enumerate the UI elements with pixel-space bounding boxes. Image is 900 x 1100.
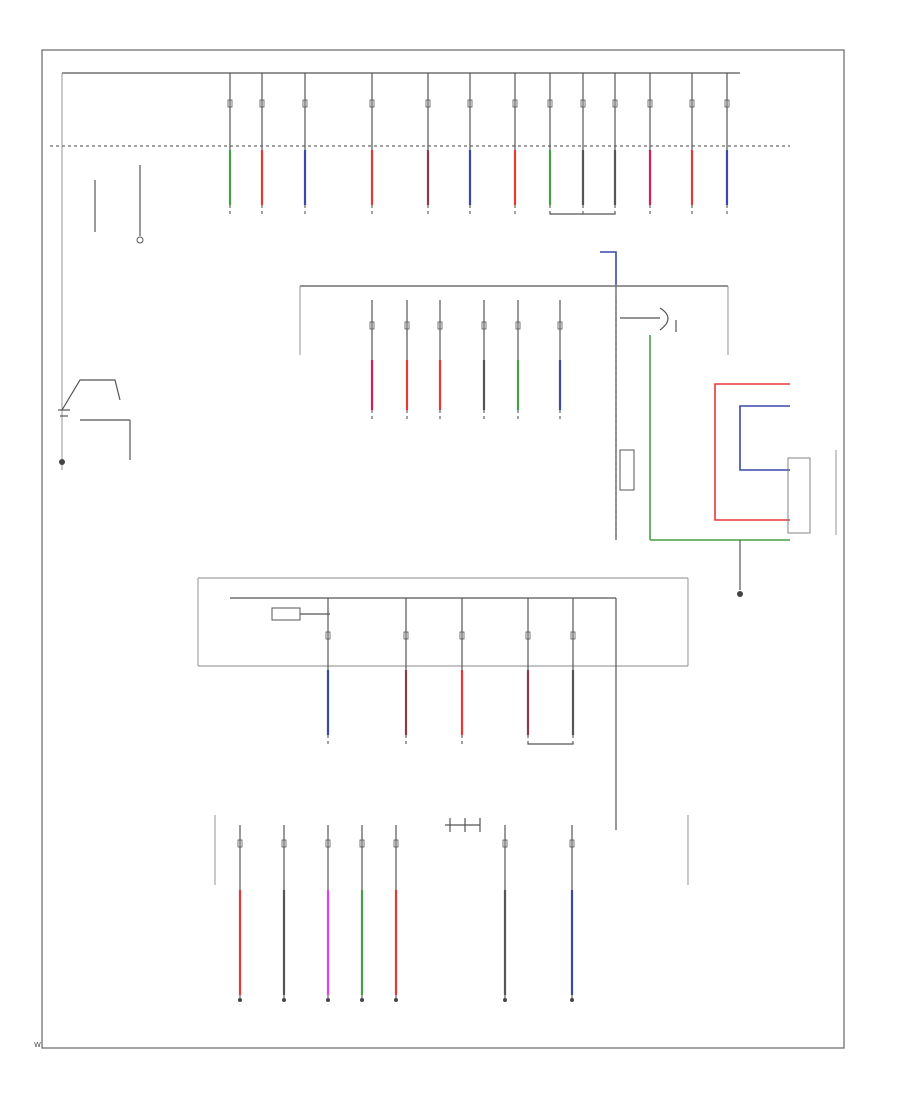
lower-bus — [197, 577, 689, 830]
right-component — [714, 383, 837, 597]
lower-fuse-1 — [325, 598, 331, 745]
bottom-fuse-3 — [325, 825, 331, 1000]
top-fuse-4 — [369, 73, 375, 215]
mid-fuse-5 — [515, 300, 521, 420]
bottom-fuse-4 — [359, 825, 365, 1000]
lower-fuse-5 — [570, 598, 576, 745]
terminal-dot — [326, 998, 330, 1002]
top-fuse-5 — [425, 73, 431, 215]
green-circuit — [619, 335, 790, 541]
top-fuse-11 — [647, 73, 653, 215]
top-fuse-8 — [547, 73, 553, 215]
mid-fuse-6 — [557, 300, 563, 420]
bottom-fuse-5 — [393, 825, 399, 1000]
top-fuse-6 — [467, 73, 473, 215]
terminal-dot — [503, 998, 507, 1002]
top-fuse-10 — [612, 73, 618, 215]
bottom-fuse-7 — [569, 825, 575, 1000]
top-fuse-3 — [302, 73, 308, 215]
blue-feed-line — [600, 251, 617, 285]
terminal-dot — [282, 998, 286, 1002]
top-fuse-wires — [227, 73, 730, 215]
lower-fuse-3 — [459, 598, 465, 745]
top-bus — [50, 72, 790, 470]
terminal-dot — [394, 998, 398, 1002]
lower-fuse-4 — [525, 598, 531, 745]
top-fuse-9 — [580, 73, 586, 215]
bottom-fuse-1 — [237, 825, 243, 1000]
relay-symbol — [620, 307, 677, 332]
mid-bus — [299, 285, 729, 540]
terminal-dot — [360, 998, 364, 1002]
diagram-border — [41, 49, 845, 1049]
terminal-dot — [570, 998, 574, 1002]
bottom-fuse-2 — [281, 825, 287, 1000]
bottom-bus — [214, 815, 689, 885]
mid-fuse-wires — [369, 300, 563, 420]
top-fuse-12 — [689, 73, 695, 215]
bottom-fuse-wires — [237, 825, 575, 1002]
joint-bracket-lower — [527, 742, 574, 745]
mid-fuse-4 — [481, 300, 487, 420]
mid-fuse-1 — [369, 300, 375, 420]
top-fuse-13 — [724, 73, 730, 215]
top-fuse-1 — [227, 73, 233, 215]
mid-fuse-3 — [437, 300, 443, 420]
terminal-dot — [238, 998, 242, 1002]
mid-fuse-2 — [404, 300, 410, 420]
lower-fuse-wires — [325, 598, 576, 745]
lower-fuse-2 — [403, 598, 409, 745]
footer-code: W — [34, 1041, 41, 1049]
joint-bracket-top — [549, 212, 616, 215]
battery-symbol — [58, 379, 131, 465]
top-fuse-7 — [512, 73, 518, 215]
top-fuse-2 — [259, 73, 265, 215]
bottom-fuse-6 — [502, 825, 508, 1000]
